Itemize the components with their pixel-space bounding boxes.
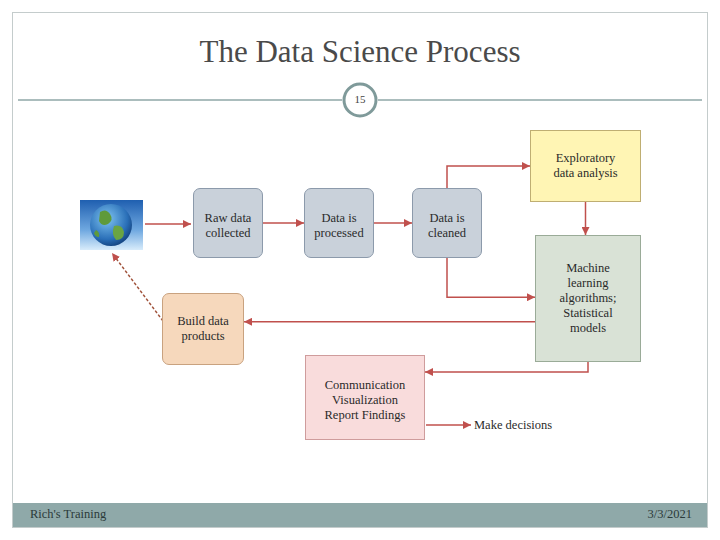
flow-arrow [447,258,535,297]
node-text: Data is processed [309,211,369,241]
flow-arrow [244,321,535,323]
node-text: Communication Visualization Report Findi… [316,378,414,423]
decision-arrow [426,424,471,426]
node-text: Exploratory data analysis [547,151,624,181]
process-box: Data is processed [304,188,374,258]
source-arrow [145,223,191,225]
report-box: Communication Visualization Report Findi… [305,355,425,440]
process-box: Data is cleaned [412,188,482,258]
title-rule [378,99,702,101]
slide-border [13,13,708,528]
node-text: Data is cleaned [417,211,477,241]
slide-number: 15 [344,93,376,105]
node-text: Build data products [169,314,237,344]
flow-arrow [425,362,588,372]
globe-illustration [80,200,143,250]
slide-number-badge [344,84,376,116]
node-text: Machine learning algorithms; Statistical… [556,261,620,336]
flow-arrow [263,222,304,224]
flow-arrow [447,166,530,188]
node-text: Raw data collected [198,211,258,241]
feedback-dashed-arrow [112,253,163,321]
outcome-label: Make decisions [474,418,594,433]
product-box: Build data products [162,293,244,365]
title-rule [18,99,342,101]
process-box: Raw data collected [193,188,263,258]
model-box: Machine learning algorithms; Statistical… [535,235,641,362]
footer-bar [13,503,707,527]
analysis-box: Exploratory data analysis [530,130,641,202]
footer-text: Rich's Training [30,507,230,522]
slide-title: The Data Science Process [0,34,720,70]
flow-arrow [374,222,412,224]
flow-arrow [585,202,587,235]
footer-date: 3/3/2021 [560,507,692,522]
